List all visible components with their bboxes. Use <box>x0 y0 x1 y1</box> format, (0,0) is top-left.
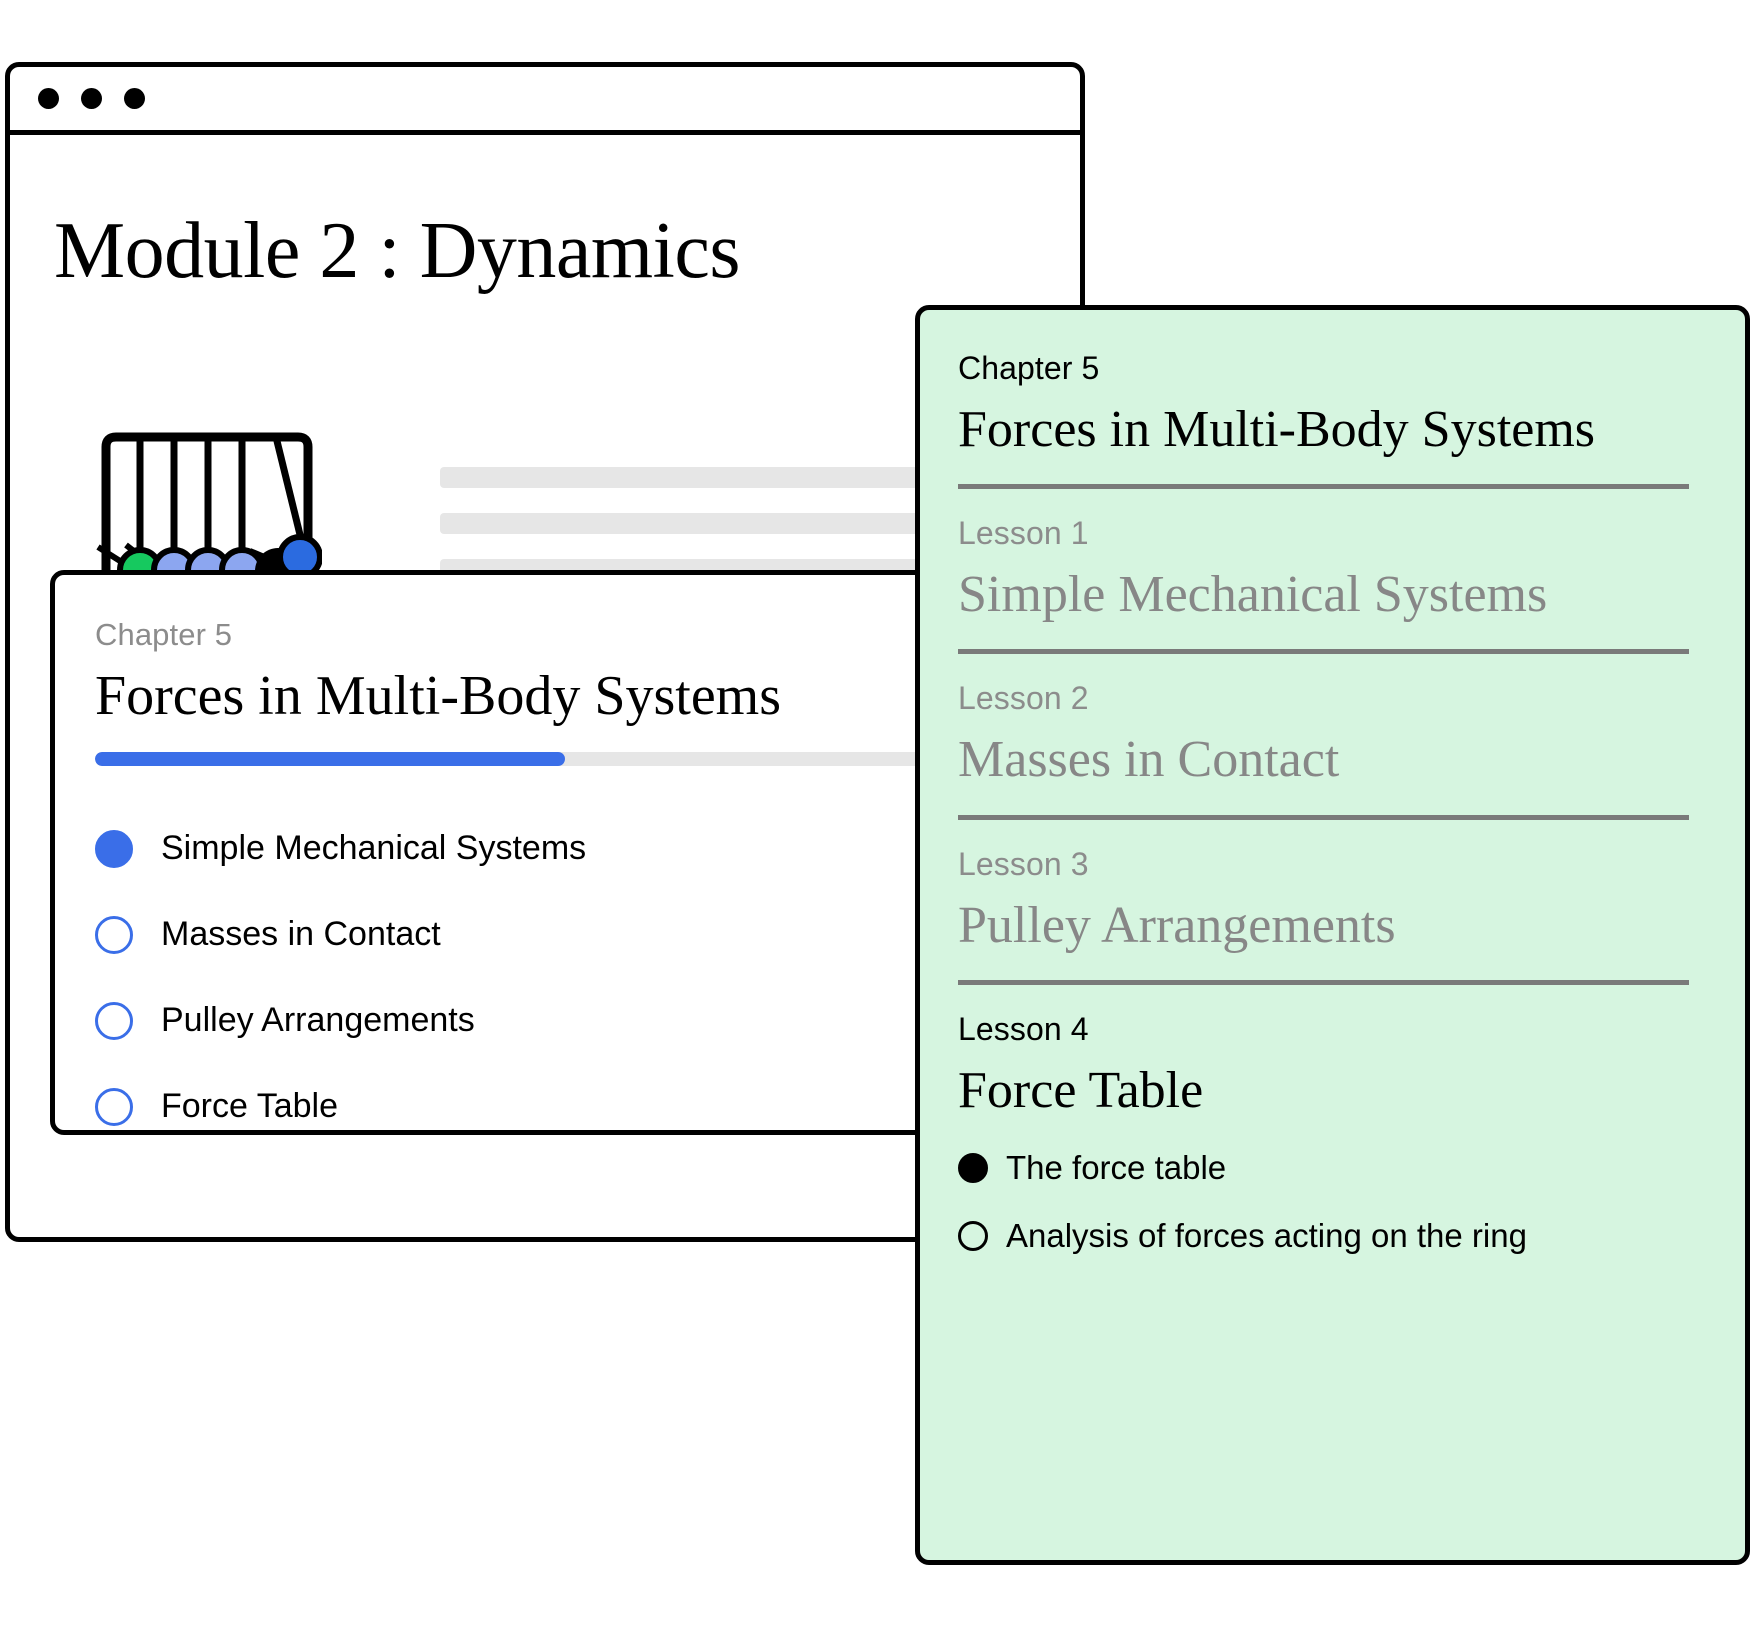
list-item[interactable]: Pulley Arrangements <box>95 978 1025 1064</box>
list-item[interactable]: Simple Mechanical Systems <box>95 806 1025 892</box>
radio-unselected-icon[interactable] <box>95 1001 133 1040</box>
radio-unselected-icon[interactable] <box>95 915 133 954</box>
close-dot-icon[interactable] <box>38 88 59 109</box>
radio-selected-icon[interactable] <box>95 829 133 868</box>
topic-item-2[interactable]: Analysis of forces acting on the ring <box>958 1217 1707 1255</box>
chapter-outline-panel: Chapter 5 Forces in Multi-Body Systems L… <box>915 305 1750 1565</box>
panel-chapter-title: Forces in Multi-Body Systems <box>958 401 1596 458</box>
placeholder-text-bars <box>440 467 1040 605</box>
divider <box>958 979 1689 985</box>
list-item-label: Simple Mechanical Systems <box>161 829 587 868</box>
lesson-item-1[interactable]: Lesson 1 Simple Mechanical Systems <box>958 515 1707 623</box>
lesson-title: Force Table <box>958 1061 1204 1119</box>
chapter-progress-bar <box>95 751 1035 766</box>
card-chapter-label: Chapter 5 <box>95 617 233 652</box>
topic-label: Analysis of forces acting on the ring <box>1006 1216 1527 1254</box>
chapter-progress-fill <box>95 751 565 766</box>
list-item[interactable]: Masses in Contact <box>95 892 1025 978</box>
card-chapter-title: Forces in Multi-Body Systems <box>95 665 782 727</box>
lesson-number-label: Lesson 3 <box>958 845 1089 882</box>
maximize-dot-icon[interactable] <box>124 88 145 109</box>
list-item-label: Force Table <box>161 1087 339 1126</box>
lesson-item-3[interactable]: Lesson 3 Pulley Arrangements <box>958 846 1707 954</box>
lesson-title: Simple Mechanical Systems <box>958 566 1548 624</box>
divider <box>958 649 1689 655</box>
lesson-number-label: Lesson 2 <box>958 680 1089 717</box>
chapter-progress-card: Chapter 5 Forces in Multi-Body Systems S… <box>50 570 1070 1135</box>
placeholder-bar <box>440 467 1040 488</box>
window-titlebar <box>10 67 1080 135</box>
placeholder-bar <box>440 513 1040 534</box>
lesson-title: Pulley Arrangements <box>958 896 1396 954</box>
topic-item-1[interactable]: The force table <box>958 1149 1707 1187</box>
divider <box>958 814 1689 820</box>
list-item-label: Masses in Contact <box>161 915 441 954</box>
divider <box>958 484 1689 490</box>
minimize-dot-icon[interactable] <box>81 88 102 109</box>
lesson-number-label: Lesson 1 <box>958 515 1089 552</box>
panel-chapter-label: Chapter 5 <box>958 350 1100 386</box>
radio-unselected-icon[interactable] <box>95 1087 133 1126</box>
radio-selected-icon[interactable] <box>958 1152 988 1183</box>
lesson-item-4[interactable]: Lesson 4 Force Table <box>958 1011 1707 1119</box>
lesson-title: Masses in Contact <box>958 731 1340 789</box>
page-title: Module 2 : Dynamics <box>54 207 740 295</box>
lesson-number-label: Lesson 4 <box>958 1010 1089 1047</box>
radio-unselected-icon[interactable] <box>958 1220 988 1251</box>
lesson-item-2[interactable]: Lesson 2 Masses in Contact <box>958 680 1707 788</box>
topic-label: The force table <box>1006 1148 1227 1186</box>
card-lesson-list: Simple Mechanical Systems Masses in Cont… <box>95 806 1025 1150</box>
list-item[interactable]: Force Table <box>95 1064 1025 1150</box>
list-item-label: Pulley Arrangements <box>161 1001 475 1040</box>
